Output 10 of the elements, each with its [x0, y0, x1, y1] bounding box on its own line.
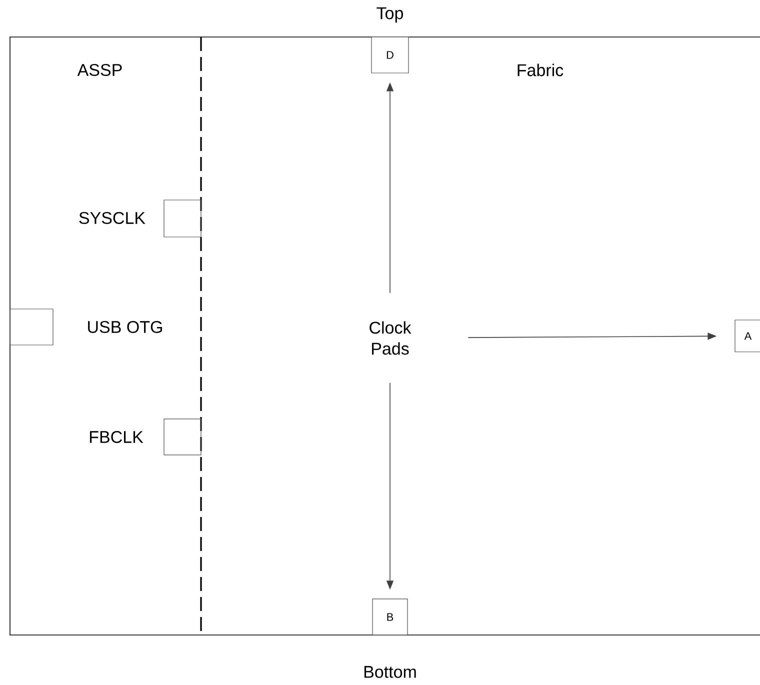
- pad-label: USB OTG: [88, 320, 162, 333]
- pad-label: FBCLK: [90, 430, 144, 443]
- pad-box: D: [371, 36, 409, 74]
- pad-box: A: [734, 320, 760, 352]
- pad-box: B: [372, 598, 408, 636]
- region-label: Fabric: [518, 64, 564, 76]
- region-label: Bottom: [364, 666, 416, 678]
- pad-label: SYSCLK: [79, 212, 146, 224]
- region-label: ASSP: [77, 64, 122, 76]
- clock-pads-label: Clock Pads: [370, 321, 412, 355]
